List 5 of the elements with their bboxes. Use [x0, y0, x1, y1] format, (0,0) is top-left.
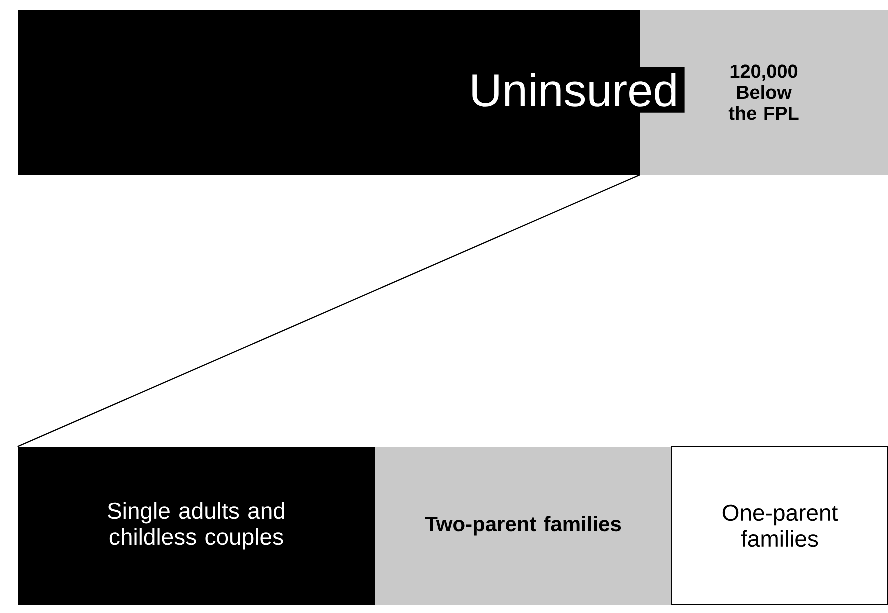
bar-segment: One-parent families: [672, 446, 888, 606]
bar-segment: Uninsured: [18, 10, 685, 175]
connector-line: [18, 174, 640, 448]
bar-segment: Two-parent families: [375, 447, 672, 605]
bar-segment: Single adults and childless couples: [18, 447, 375, 605]
